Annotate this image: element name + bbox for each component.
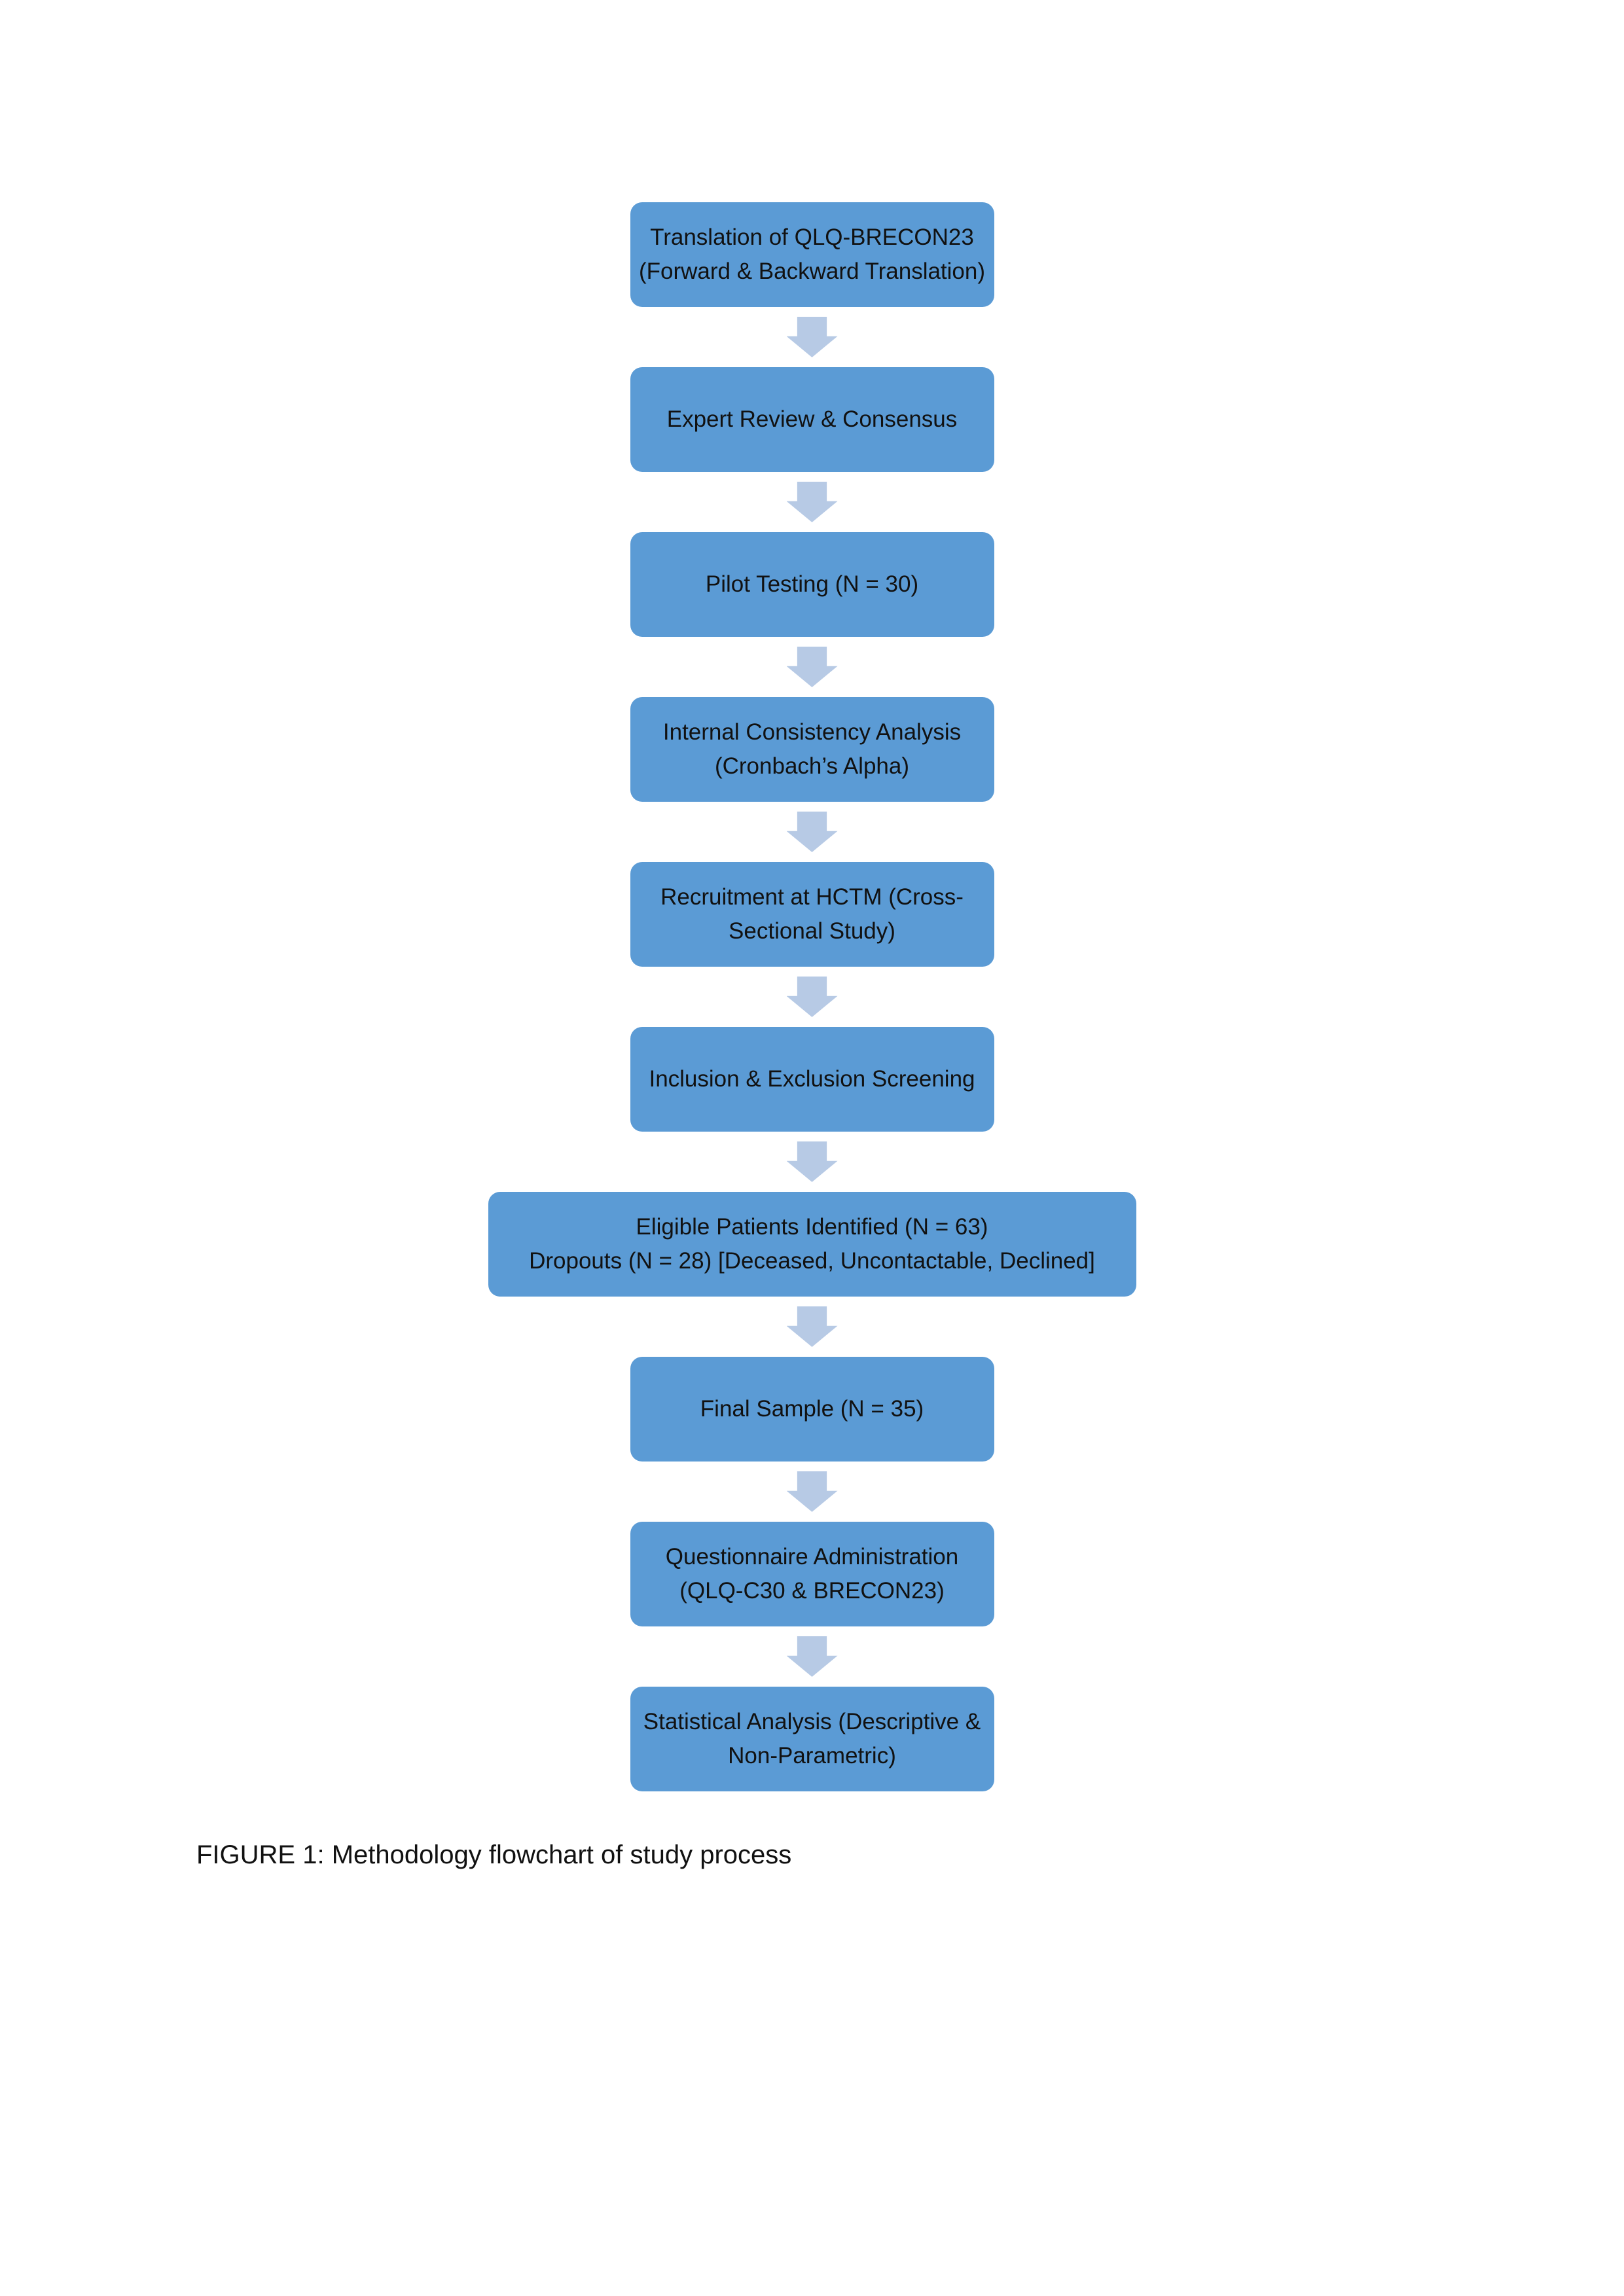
flow-step-translation-label: Translation of QLQ-BRECON23 (Forward & B… (638, 224, 986, 284)
flow-step-recruitment-label: Recruitment at HCTM (Cross- Sectional St… (660, 884, 964, 944)
down-arrow-icon (786, 812, 838, 852)
down-arrow-icon (786, 317, 838, 357)
flow-step-expert-review-label: Expert Review & Consensus (666, 406, 958, 432)
flow-step-recruitment: Recruitment at HCTM (Cross- Sectional St… (630, 862, 994, 967)
flow-step-statistical-analysis: Statistical Analysis (Descriptive & Non-… (630, 1687, 994, 1791)
flow-step-internal-consistency-label: Internal Consistency Analysis (Cronbach’… (662, 719, 962, 779)
flow-step-statistical-analysis-label: Statistical Analysis (Descriptive & Non-… (643, 1709, 981, 1768)
down-arrow-icon (786, 1636, 838, 1677)
methodology-flowchart: Translation of QLQ-BRECON23 (Forward & B… (0, 202, 1624, 1791)
flow-step-internal-consistency: Internal Consistency Analysis (Cronbach’… (630, 697, 994, 802)
flow-step-pilot-testing-label: Pilot Testing (N = 30) (705, 571, 919, 597)
down-arrow-icon (786, 647, 838, 687)
figure-caption: FIGURE 1: Methodology flowchart of study… (196, 1840, 792, 1869)
flow-step-screening: Inclusion & Exclusion Screening (630, 1027, 994, 1132)
flow-step-eligible-patients-label: Eligible Patients Identified (N = 63) Dr… (529, 1214, 1095, 1274)
down-arrow-icon (786, 482, 838, 522)
flow-step-pilot-testing: Pilot Testing (N = 30) (630, 532, 994, 637)
down-arrow-icon (786, 977, 838, 1017)
down-arrow-icon (786, 1141, 838, 1182)
flow-step-eligible-patients: Eligible Patients Identified (N = 63) Dr… (488, 1192, 1136, 1297)
flow-step-expert-review: Expert Review & Consensus (630, 367, 994, 472)
down-arrow-icon (786, 1306, 838, 1347)
flow-step-questionnaire-label: Questionnaire Administration (QLQ-C30 & … (665, 1544, 959, 1604)
flow-step-final-sample-label: Final Sample (N = 35) (700, 1396, 924, 1422)
flow-step-screening-label: Inclusion & Exclusion Screening (649, 1066, 975, 1092)
flow-step-questionnaire: Questionnaire Administration (QLQ-C30 & … (630, 1522, 994, 1626)
down-arrow-icon (786, 1471, 838, 1512)
flow-step-translation: Translation of QLQ-BRECON23 (Forward & B… (630, 202, 994, 307)
flow-step-final-sample: Final Sample (N = 35) (630, 1357, 994, 1462)
